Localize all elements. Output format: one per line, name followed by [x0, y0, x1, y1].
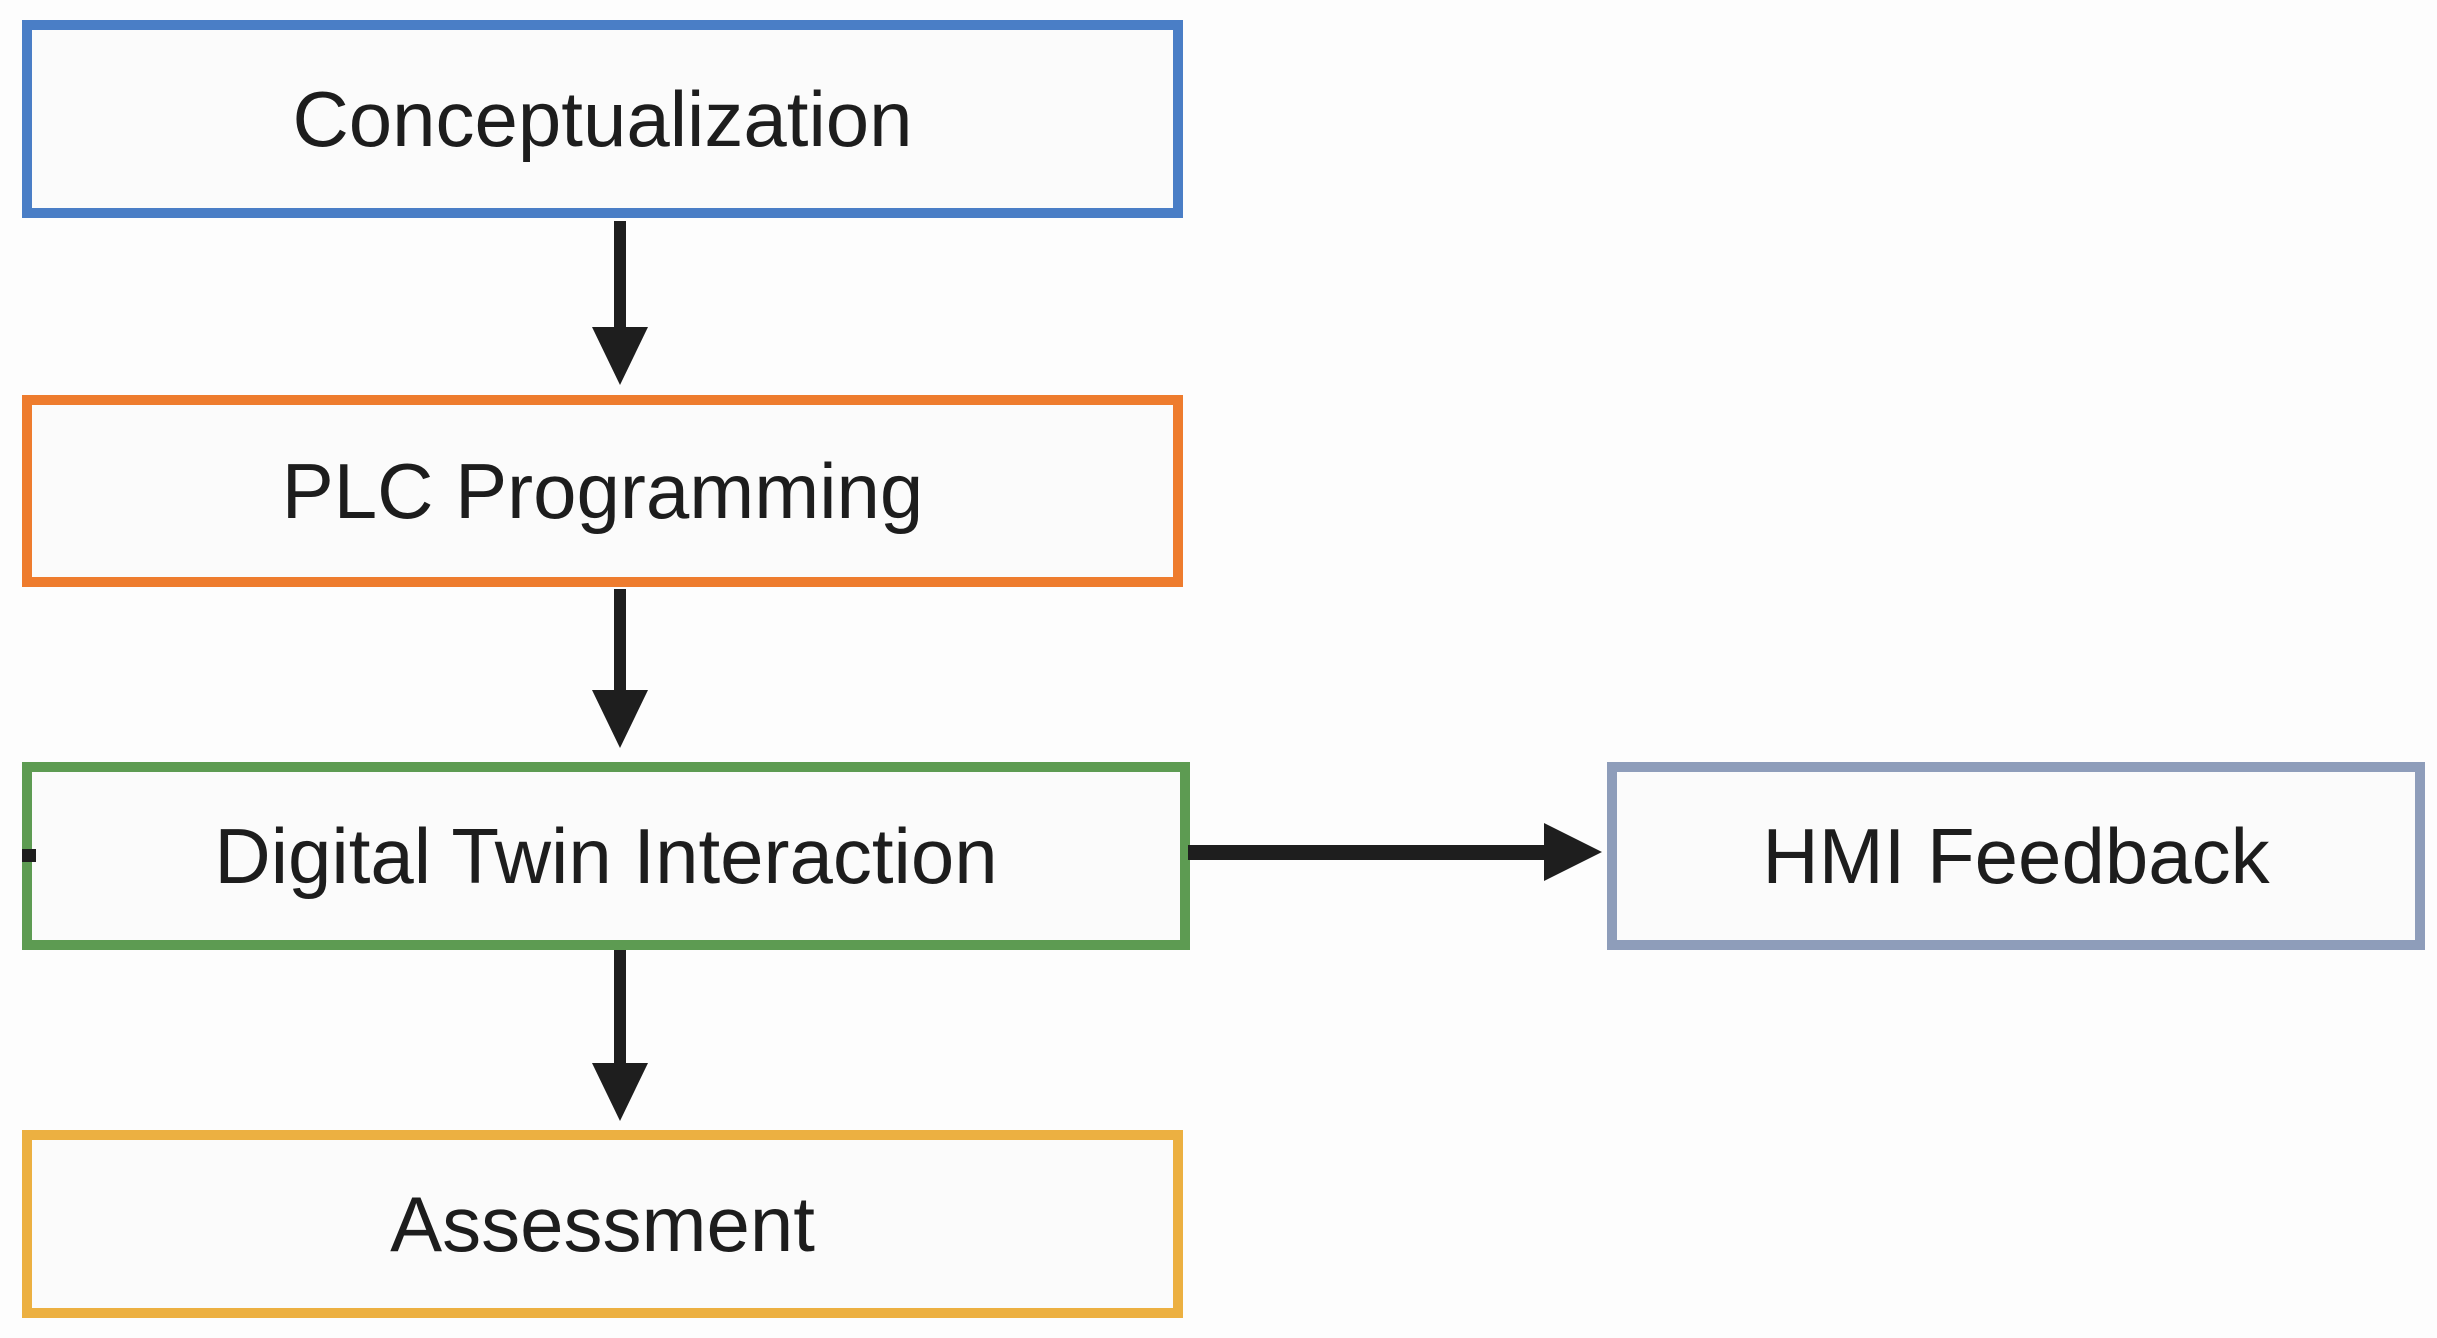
node-conceptualization-label: Conceptualization [292, 75, 913, 163]
node-hmi-feedback-label: HMI Feedback [1762, 812, 2270, 900]
arrow-digital-twin-to-assessment-shaft [614, 950, 626, 1067]
arrow-plc-to-digital-twin-shaft [614, 589, 626, 694]
arrow-down-icon [592, 690, 648, 748]
node-hmi-feedback: HMI Feedback [1607, 762, 2425, 950]
node-digital-twin-interaction: Digital Twin Interaction [22, 762, 1190, 950]
arrow-down-icon [592, 327, 648, 385]
node-conceptualization: Conceptualization [22, 20, 1183, 218]
arrow-conceptualization-to-plc-shaft [614, 221, 626, 333]
node-plc-programming-label: PLC Programming [281, 447, 924, 535]
node-assessment-label: Assessment [390, 1180, 815, 1268]
arrow-right-icon [1544, 823, 1602, 881]
left-edge-connector-stub [22, 849, 36, 862]
node-digital-twin-interaction-label: Digital Twin Interaction [214, 812, 998, 900]
arrow-down-icon [592, 1063, 648, 1121]
node-plc-programming: PLC Programming [22, 395, 1183, 587]
arrow-digital-twin-to-hmi-shaft [1188, 845, 1548, 860]
node-assessment: Assessment [22, 1130, 1183, 1318]
